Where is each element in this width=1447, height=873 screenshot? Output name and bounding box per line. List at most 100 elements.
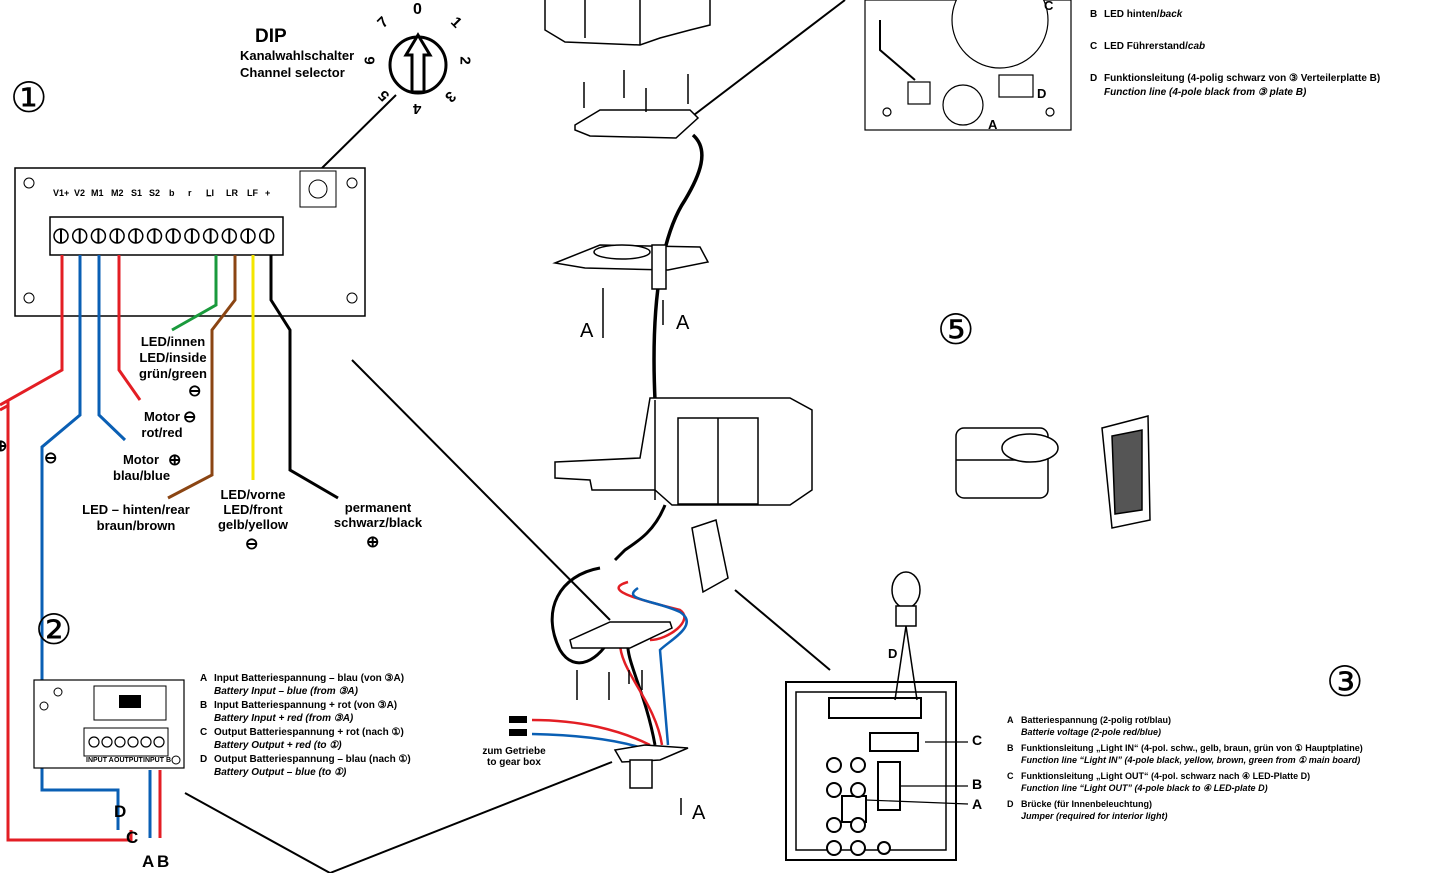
label-led-front: LED/vorne LED/front gelb/yellow	[210, 487, 296, 532]
legend-text-en: Battery Output – blue (to ①)	[214, 767, 347, 778]
section-marker-3: ③	[1326, 658, 1364, 705]
terminal-label: M2	[111, 188, 124, 198]
symbol-plus-wire: ⊕	[0, 438, 8, 455]
b2-term-input-b: INPUT B	[143, 757, 171, 764]
legend-item: A Input Batteriespannung – blau (von ③A) B…	[200, 672, 480, 698]
terminal-label: b	[169, 188, 175, 198]
legend-text-en: cab	[1187, 41, 1206, 52]
legend-text-de: Batteriespannung (2-polig rot/blau)	[1021, 715, 1171, 725]
section-marker-2: ②	[35, 606, 73, 653]
legend-key: C	[1007, 771, 1014, 781]
screw-terminal	[88, 736, 100, 748]
symbol-minus-led-front: ⊖	[245, 536, 259, 553]
terminal-label: M1	[91, 188, 104, 198]
callout-a-1: A	[580, 320, 594, 342]
b2-wire-letter-a: A	[142, 852, 155, 871]
legend-text-de: Input Batteriespannung – blau (von ③A)	[214, 673, 405, 684]
solar-panel	[1101, 415, 1151, 529]
terminal-label: +	[265, 188, 271, 198]
legend-item: B Funktionsleitung „Light IN“ (4-pol. sch…	[1007, 742, 1445, 766]
tr-letter-a: A	[988, 117, 998, 132]
terminal-label: S1	[131, 188, 143, 198]
board1-wires	[0, 255, 339, 842]
callout-a-3: A	[692, 802, 706, 824]
loco-parts-top	[544, 0, 711, 139]
b2-term-output: OUTPUT	[114, 757, 143, 764]
terminal-label: LF	[247, 188, 258, 198]
label-gearbox-1: zum Getriebe	[482, 746, 546, 757]
dial-digit-6: 6	[361, 56, 379, 65]
terminal-label: S2	[149, 188, 161, 198]
legend-text-de: Output Batteriespannung + rot (nach ①)	[214, 727, 404, 738]
legend-text-de: Input Batteriespannung + rot (von ③A)	[214, 700, 398, 711]
legend-text-en: Batterie voltage (2-pole red/blue)	[1021, 727, 1162, 737]
legend-text-en: Battery Input – blue (from ③A)	[214, 686, 358, 697]
board2-legend: A Input Batteriespannung – blau (von ③A) B…	[200, 672, 480, 780]
dip-subtitle-en: Channel selector	[240, 65, 345, 80]
symbol-minus-wire: ⊖	[44, 450, 58, 467]
board3-outline	[785, 681, 957, 861]
legend-text-de: Funktionsleitung „Light OUT“ (4-pol. sch…	[1021, 771, 1311, 781]
legend-key: D	[1007, 799, 1014, 809]
b2-wire-letter-d: D	[114, 802, 127, 821]
terminal-label: L̲I	[206, 188, 214, 198]
battery-holder	[955, 427, 1059, 499]
legend-text-en: Battery Output + red (to ①)	[214, 740, 342, 751]
tr-letter-d: D	[1037, 86, 1047, 101]
label-led-front-3: gelb/yellow	[217, 517, 289, 532]
terminal-label: r	[188, 188, 192, 198]
legend-key: B	[1007, 743, 1014, 753]
label-motor-plus: Motor blau/blue	[113, 452, 171, 484]
legend-key: D	[200, 754, 208, 765]
distribution-board	[569, 621, 689, 815]
legend-text-en: back	[1159, 9, 1183, 20]
dial-digit-4: 4	[413, 100, 422, 117]
label-led-rear-2: braun/brown	[96, 518, 176, 533]
b3-letter-b: B	[972, 776, 983, 792]
label-permanent: permanent schwarz/black	[326, 500, 430, 530]
jumper-bulb	[891, 571, 921, 701]
symbol-plus-motor: ⊕	[168, 452, 182, 469]
label-motor-minus: Motor rot/red	[134, 409, 190, 441]
b2-wire-letter-b: B	[157, 852, 170, 871]
legend-key: C	[200, 727, 208, 738]
label-led-front-1: LED/vorne	[220, 487, 286, 502]
legend-item: C Output Batteriespannung + rot (nach ①) B…	[200, 726, 480, 752]
b2-term-input-a: INPUT A	[86, 757, 114, 764]
label-led-inside-2: LED/inside	[139, 350, 207, 365]
terminal-label: V2	[74, 188, 86, 198]
label-motor-minus-1: Motor	[143, 409, 181, 424]
terminal-label: V1+	[53, 188, 70, 198]
section-marker-1: ①	[10, 74, 48, 121]
tr-letter-c: C	[1044, 0, 1054, 13]
legend-text-en: Jumper (required for interior light)	[1021, 811, 1168, 821]
legend-item: C Funktionsleitung „Light OUT“ (4-pol. sc…	[1007, 770, 1445, 794]
dip-subtitle-de: Kanalwahlschalter	[240, 48, 355, 63]
label-gearbox-2: to gear box	[487, 757, 541, 768]
label-motor-plus-2: blau/blue	[113, 468, 171, 483]
label-led-inside-3: grün/green	[139, 366, 207, 381]
label-permanent-1: permanent	[344, 500, 412, 515]
screw-terminal	[101, 736, 113, 748]
battery-box-housing	[554, 397, 813, 506]
legend-text-en: Function line “Light IN” (4-pole black, …	[1021, 755, 1361, 765]
legend-text-de: LED hinten/	[1104, 9, 1160, 20]
legend-text-en: Battery Input + red (from ③A)	[214, 713, 354, 724]
legend-text-de: Funktionsleitung „Light IN“ (4-pol. schw…	[1021, 743, 1363, 753]
screw-terminal	[127, 736, 139, 748]
label-motor-minus-2: rot/red	[141, 425, 183, 440]
b2-wire-letter-c: C	[126, 828, 139, 847]
board2-outline	[33, 679, 185, 769]
legend-key: A	[200, 673, 208, 684]
dip-dial	[388, 32, 448, 95]
label-led-front-2: LED/front	[223, 502, 283, 517]
legend-text-de: Funktionsleitung (4-polig schwarz von ③ …	[1104, 73, 1381, 84]
